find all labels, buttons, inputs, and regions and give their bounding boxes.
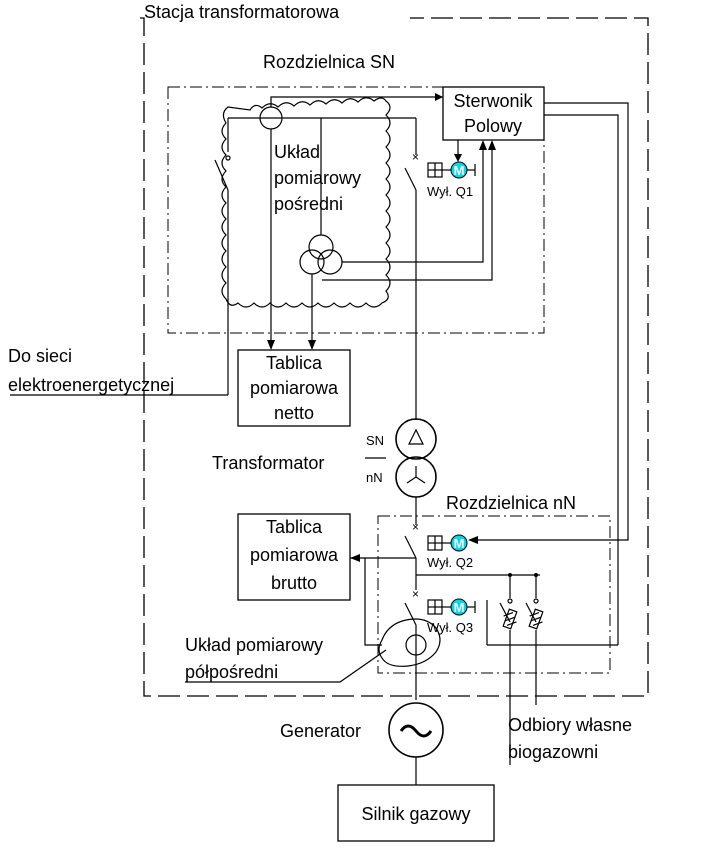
field-controller-box <box>442 86 545 141</box>
disconnector-contact <box>225 155 231 161</box>
vt-to-controller-line-1 <box>342 142 484 263</box>
field-controller-label-1: Sterwonik <box>453 91 533 111</box>
indirect-measure-region <box>221 97 391 308</box>
breaker-q3-label: Wył. Q3 <box>427 620 473 635</box>
gross-board-label-3: brutto <box>271 573 317 593</box>
semi-indirect-label-1: Układ pomiarowy <box>185 635 323 655</box>
q2-breaker-blade <box>404 535 417 559</box>
q2-motor-icon <box>450 534 468 552</box>
q1-actuator-icon: M <box>427 161 476 179</box>
net-board-label-3: netto <box>274 403 314 423</box>
gas-engine-label: Silnik gazowy <box>361 804 470 824</box>
arrow-head <box>488 140 496 150</box>
arrow-head <box>479 140 487 150</box>
power-transformer-symbol <box>395 418 437 498</box>
gross-measuring-board <box>237 513 351 601</box>
station-label: Stacja transformatorowa <box>144 2 340 22</box>
net-measuring-board <box>237 349 351 427</box>
generator-label: Generator <box>280 721 361 741</box>
arrow-head <box>454 154 462 162</box>
nn-switchgear-boundary <box>377 515 611 674</box>
semi-indirect-label-2: półpośredni <box>185 662 278 682</box>
net-board-label-1: Tablica <box>266 353 323 373</box>
sn-switchgear-boundary <box>167 86 545 334</box>
svg-text:M: M <box>454 163 465 178</box>
grid-label-2: elektroenergetycznej <box>8 375 174 395</box>
ct-to-gross-board-line <box>364 558 382 646</box>
nn-label: nN <box>366 470 383 485</box>
sn-switchgear-label: Rozdzielnica SN <box>263 52 395 72</box>
gross-board-label-1: Tablica <box>266 517 323 537</box>
own-loads-label-2: biogazowni <box>508 742 598 762</box>
transformer-label: Transformator <box>212 453 324 473</box>
breaker-q2-label: Wył. Q2 <box>427 555 473 570</box>
q2-actuator-icon: M <box>427 534 468 552</box>
grid-label-1: Do sieci <box>8 346 72 366</box>
indirect-measure-label-3: pośredni <box>274 194 343 214</box>
gross-board-label-2: pomiarowa <box>250 545 339 565</box>
controller-to-q3-line <box>544 114 619 645</box>
breaker-cross: × <box>412 520 419 534</box>
grid-disconnector-blade <box>214 159 229 191</box>
nn-switchgear-label: Rozdzielnica nN <box>446 493 576 513</box>
svg-text:M: M <box>454 600 465 615</box>
gas-engine-box <box>337 784 495 842</box>
q3-actuator-icon: M <box>427 598 476 616</box>
sn-label: SN <box>366 433 384 448</box>
voltage-transformer-symbol <box>299 234 343 275</box>
breaker-cross: × <box>412 150 419 164</box>
semi-indirect-ct-symbol <box>405 634 427 656</box>
arrow-head <box>468 536 478 544</box>
ac-wave-icon <box>399 724 433 738</box>
arrow-head <box>435 93 443 101</box>
indirect-measure-label-1: Układ <box>274 142 320 162</box>
semi-indirect-leader <box>185 649 387 683</box>
svg-text:M: M <box>454 536 465 551</box>
fuse-icon <box>502 608 518 630</box>
fuse-icon <box>528 608 544 630</box>
ct-to-controller-line <box>270 96 443 107</box>
station-boundary <box>140 17 649 697</box>
q3-breaker-blade <box>404 602 417 626</box>
own-loads-feeders <box>486 575 544 765</box>
arrow-head <box>267 340 275 350</box>
q1-breaker-blade <box>404 167 417 191</box>
controller-to-q2-line <box>470 102 629 541</box>
indirect-measure-label-2: pomiarowy <box>274 168 361 188</box>
vt-to-controller-line-2 <box>322 142 493 281</box>
semi-indirect-measure-region <box>378 618 441 667</box>
breaker-cross: × <box>412 587 419 601</box>
net-board-label-2: pomiarowa <box>250 378 339 398</box>
arrow-head <box>350 554 360 562</box>
field-controller-label-2: Polowy <box>464 116 522 136</box>
arrow-head <box>308 340 316 350</box>
breaker-q1-label: Wył. Q1 <box>427 184 473 199</box>
own-loads-label-1: Odbiory własne <box>508 715 632 735</box>
